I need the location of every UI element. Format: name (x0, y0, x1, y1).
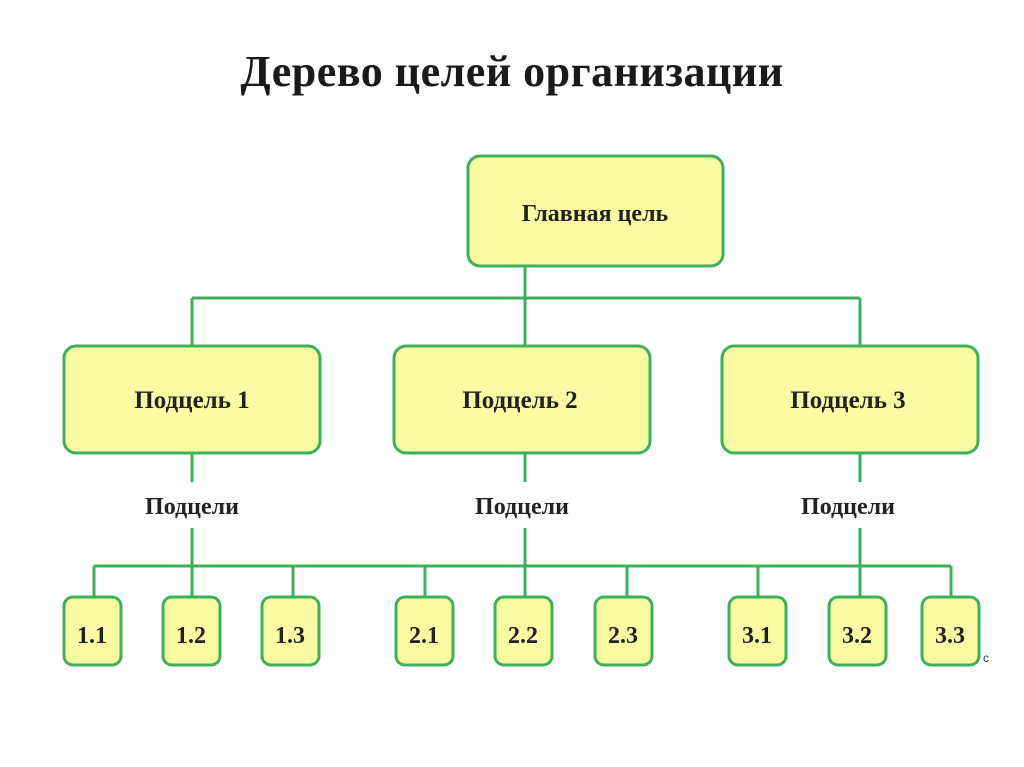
leaf-node-1-1: 1.1 (62, 595, 123, 667)
leaf-node-2-1: 2.1 (394, 595, 455, 667)
subgoals-group-label-3: Подцели (801, 494, 895, 520)
leaf-node-2-2: 2.2 (493, 595, 554, 667)
leaf-connectors (92, 453, 953, 597)
leaf-label-2-3: 2.3 (608, 623, 638, 649)
root-goal-node: Главная цель (466, 154, 725, 268)
leaf-node-3-3: 3.3 (920, 595, 981, 667)
leaf-node-3-1: 3.1 (727, 595, 788, 667)
leaf-node-1-2: 1.2 (161, 595, 222, 667)
stray-mark: с (983, 651, 989, 665)
root-connectors (190, 266, 862, 346)
leaf-label-1-1: 1.1 (77, 623, 107, 649)
leaf-label-3-1: 3.1 (742, 623, 772, 649)
leaf-label-2-1: 2.1 (409, 623, 439, 649)
leaf-label-2-2: 2.2 (508, 623, 538, 649)
subgoal-label-3: Подцель 3 (790, 387, 905, 414)
subgoals-group-label-1: Подцели (145, 494, 239, 520)
leaf-label-1-2: 1.2 (176, 623, 206, 649)
root-goal-label: Главная цель (522, 201, 669, 227)
leaf-label-1-3: 1.3 (275, 623, 305, 649)
page-title: Дерево целей организации (240, 47, 784, 96)
leaf-node-2-3: 2.3 (593, 595, 654, 667)
leaf-node-1-3: 1.3 (260, 595, 321, 667)
leaf-node-3-2: 3.2 (827, 595, 888, 667)
subgoal-label-2: Подцель 2 (462, 387, 577, 414)
subgoal-node-3: Подцель 3 (720, 344, 980, 455)
leaf-label-3-3: 3.3 (935, 623, 965, 649)
subgoal-node-2: Подцель 2 (392, 344, 652, 455)
subgoals-group-label-2: Подцели (475, 494, 569, 520)
subgoal-label-1: Подцель 1 (134, 387, 249, 414)
leaf-label-3-2: 3.2 (842, 623, 872, 649)
subgoal-node-1: Подцель 1 (62, 344, 322, 455)
